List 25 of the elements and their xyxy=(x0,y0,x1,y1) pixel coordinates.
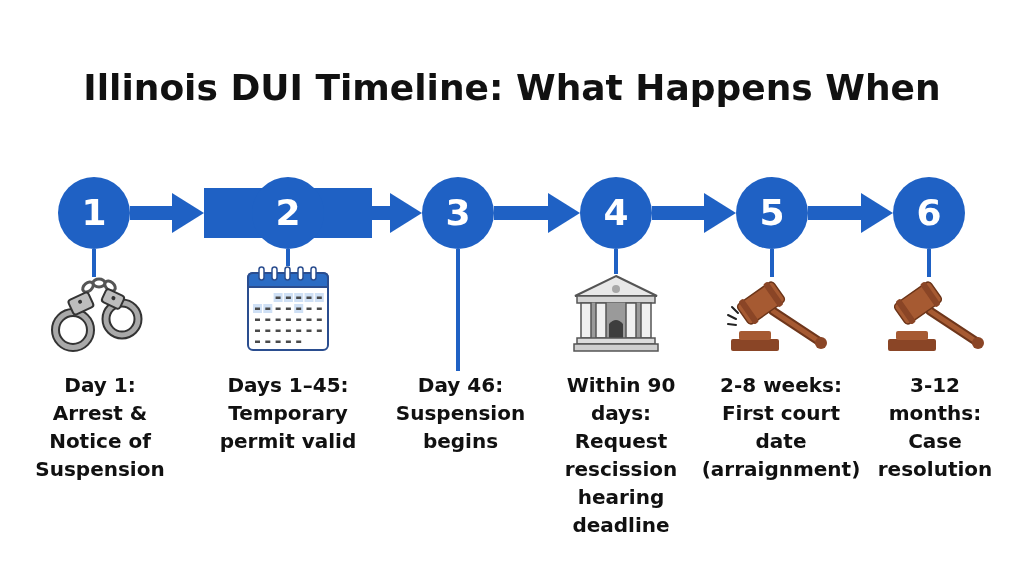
step-description: Day 1: Arrest & Notice of Suspension xyxy=(34,372,166,483)
arrow xyxy=(130,193,204,233)
step-description: 2-8 weeks: First court date (arraignment) xyxy=(700,372,862,483)
arrow xyxy=(808,193,893,233)
step-circle: 3 xyxy=(422,177,494,249)
arrow xyxy=(494,193,580,233)
connector-line xyxy=(927,249,931,277)
connector-line xyxy=(92,249,96,277)
calendar-icon xyxy=(246,266,330,352)
step-description: Days 1–45: Temporary permit valid xyxy=(218,372,358,455)
step-description: Day 46: Suspension begins xyxy=(394,371,527,455)
step-circle: 5 xyxy=(736,177,808,249)
arrow xyxy=(372,193,422,233)
connector-line xyxy=(286,249,290,266)
connector-line xyxy=(456,249,460,371)
connector-line xyxy=(770,249,774,277)
step-circle: 1 xyxy=(58,177,130,249)
title: Illinois DUI Timeline: What Happens When xyxy=(83,66,941,110)
arrow xyxy=(652,193,736,233)
step-circle: 6 xyxy=(893,177,965,249)
connector-line xyxy=(614,249,618,274)
step-circle: 4 xyxy=(580,177,652,249)
step-description: 3-12 months: Case resolution xyxy=(876,372,994,483)
courthouse-icon xyxy=(573,274,659,352)
step-description: Within 90 days: Request rescission hearing deadline xyxy=(563,372,679,539)
